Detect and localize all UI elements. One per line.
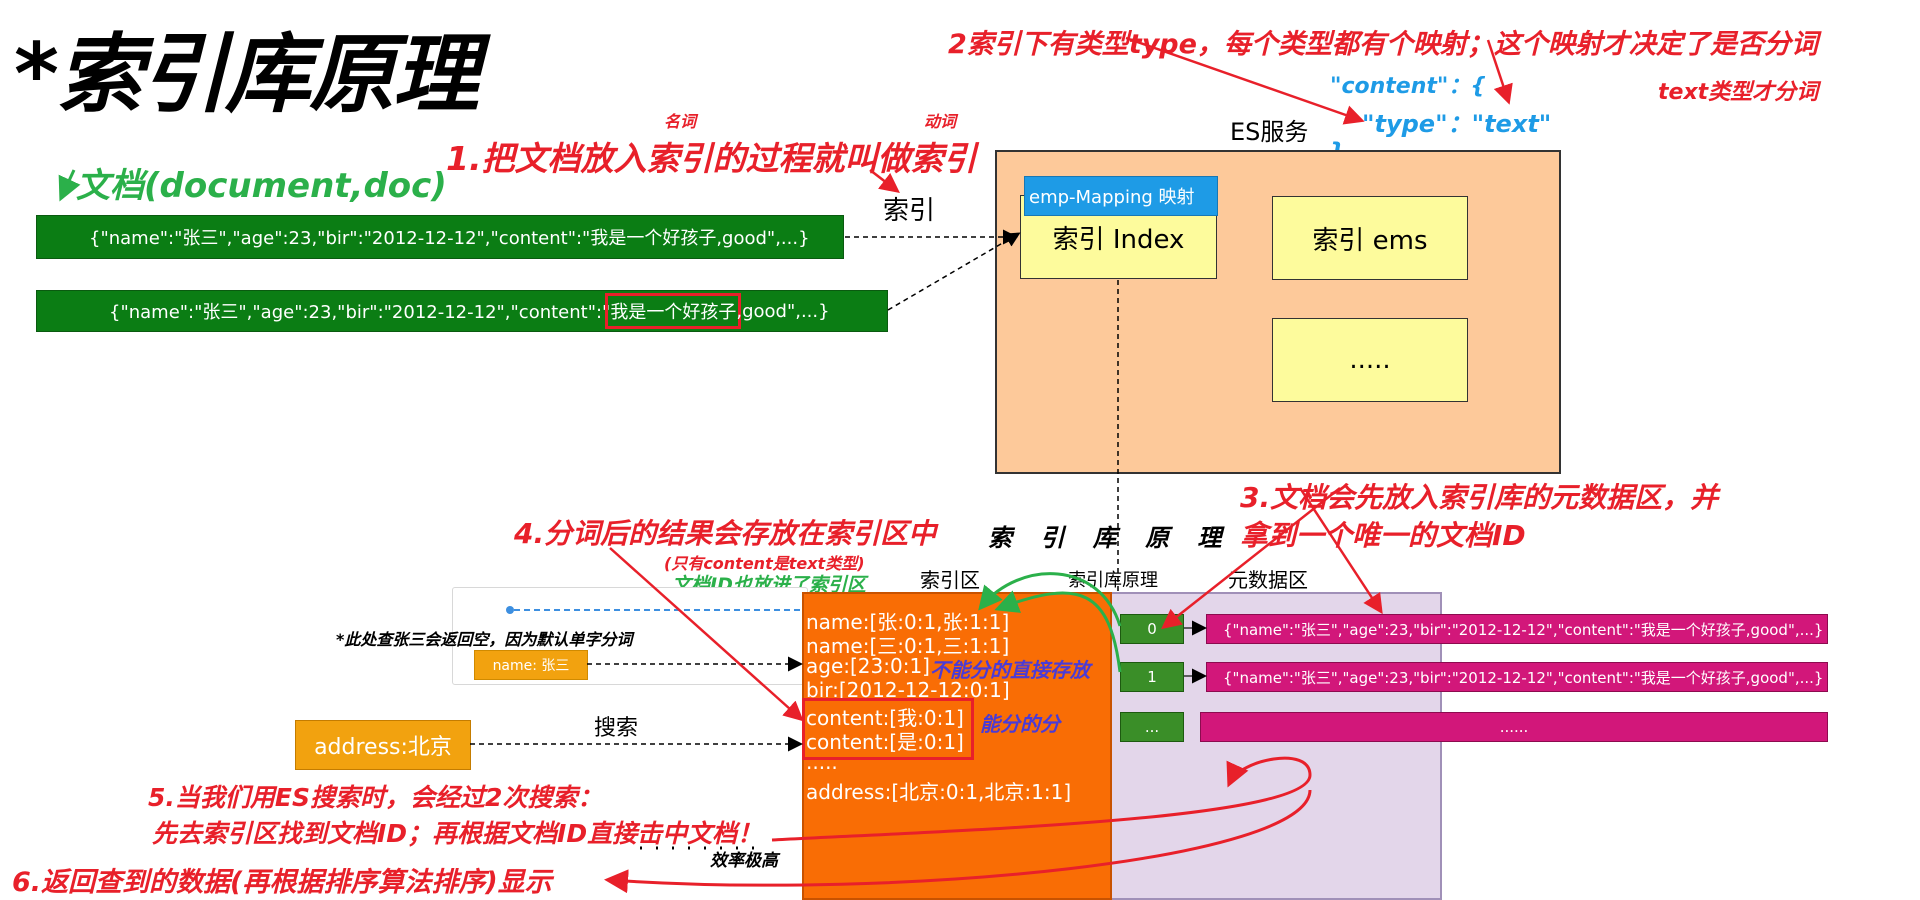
document-content-highlight: 我是一个好孩子 <box>605 293 742 329</box>
note-metadata-2: 拿到一个唯一的文档ID <box>1240 519 1526 552</box>
index-entry: address:[北京:0:1,北京:1:1] <box>806 780 1072 804</box>
doc-id-0: 0 <box>1120 614 1184 644</box>
search-note: *此处查张三会返回空，因为默认单字分词 <box>336 630 633 649</box>
metadata-doc-more: ...... <box>1200 712 1828 742</box>
no-split-note: 不能分的直接存放 <box>930 658 1090 682</box>
address-search-button[interactable]: address:北京 <box>295 720 471 770</box>
document-text-2a: {"name":"张三","age":23,"bir":"2012-12-12"… <box>109 302 611 323</box>
note-metadata-1: 3.文档会先放入索引库的元数据区，并 <box>1240 481 1719 514</box>
index-verb-label: 索引 <box>883 196 936 226</box>
principle-heading: 索 引 库 原 理 <box>988 524 1232 552</box>
metadata-doc-0: {"name":"张三","age":23,"bir":"2012-12-12"… <box>1206 614 1828 644</box>
document-label: 文档(document,doc) <box>76 166 447 206</box>
metadata-doc-1: {"name":"张三","age":23,"bir":"2012-12-12"… <box>1206 662 1828 692</box>
efficiency-note: 效率极高 <box>710 851 778 871</box>
document-text-1: {"name":"张三","age":23,"bir":"2012-12-12"… <box>89 228 810 249</box>
doc-label-arrow <box>58 169 81 202</box>
slider-handle[interactable] <box>506 606 514 614</box>
document-text-2b: ,good",...} <box>736 300 830 322</box>
ems-index-label: 索引 ems <box>1312 225 1428 256</box>
mapping-type-line: "type"："text" <box>1362 110 1552 138</box>
note-search-2: 先去索引区找到文档ID；再根据文档ID直接击中文档！ <box>152 819 763 848</box>
document-bar-2: {"name":"张三","age":23,"bir":"2012-12-12"… <box>36 290 888 332</box>
index-entry-list: name:[张:0:1,张:1:1] name:[三:0:1,三:1:1] ag… <box>806 606 1072 804</box>
can-split-note: 能分的分 <box>980 712 1060 736</box>
index-entry: name:[三:0:1,三:1:1] <box>806 634 1010 658</box>
content-highlight-box <box>802 698 974 760</box>
search-label: 搜索 <box>594 716 639 741</box>
metadata-area-label: 元数据区 <box>1228 568 1308 592</box>
note-type-mapping: 2索引下有类型type，每个类型都有个映射；这个映射才决定了是否分词 <box>948 29 1818 60</box>
index-area-label: 索引区 <box>920 568 980 592</box>
note-split-results: 4.分词后的结果会存放在索引区中 <box>514 517 937 550</box>
note-indexing: 1.把文档放入索引的过程就叫做索引 <box>446 139 977 178</box>
doc-id-1: 1 <box>1120 662 1184 692</box>
es-service-label: ES服务 <box>1230 118 1309 146</box>
ems-index-box[interactable]: 索引 ems <box>1272 196 1468 280</box>
mapping-content-line: "content"：{ <box>1330 74 1487 99</box>
note-text-type: text类型才分词 <box>1658 80 1819 105</box>
note-return-results: 6.返回查到的数据(再根据排序算法排序)显示 <box>12 867 552 898</box>
index-entry: name:[张:0:1,张:1:1] <box>806 610 1010 634</box>
document-bar-1: {"name":"张三","age":23,"bir":"2012-12-12"… <box>36 215 844 259</box>
index-entry: content:[我:0:1] <box>806 706 964 730</box>
doc-id-more: ... <box>1120 712 1184 742</box>
index-box-label: 索引 Index <box>1052 224 1185 255</box>
noun-note: 名词 <box>664 112 697 131</box>
index-entry: content:[是:0:1] <box>806 730 964 754</box>
page-title: *索引库原理 <box>14 25 479 125</box>
note-search-1: 5.当我们用ES搜索时，会经过2次搜索： <box>148 783 603 812</box>
slider-track <box>514 609 800 611</box>
more-index-box[interactable]: ..... <box>1272 318 1468 402</box>
principle-small-label: 索引库原理 <box>1068 570 1158 591</box>
mapping-tag: emp-Mapping 映射 <box>1024 176 1218 216</box>
index-entry: age:[23:0:1] <box>806 654 930 678</box>
verb-note: 动词 <box>924 112 957 131</box>
more-index-label: ..... <box>1349 345 1391 375</box>
query-tag[interactable]: name: 张三 <box>474 650 588 680</box>
